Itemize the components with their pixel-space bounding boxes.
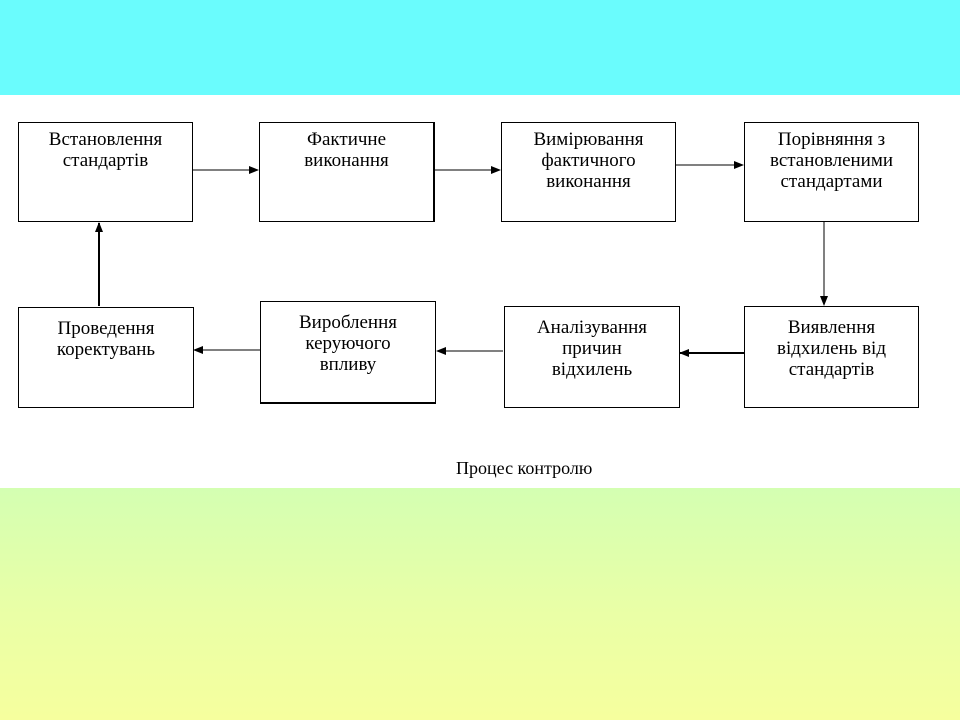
node-label-line: Фактичне	[306, 129, 387, 150]
node-establish-standards: Встановлення стандартів	[18, 122, 193, 222]
node-make-corrections: Проведення коректувань	[18, 307, 194, 408]
node-label-line: стандартами	[780, 171, 883, 192]
node-label-line: впливу	[319, 354, 377, 375]
node-label-line: Вимірювання	[533, 129, 644, 150]
node-label-line: Виявлення	[787, 317, 876, 338]
node-label-line: встановленими	[769, 150, 894, 171]
node-label-line: відхилень	[551, 359, 633, 380]
node-detect-deviations: Виявлення відхилень від стандартів	[744, 306, 919, 408]
node-label-line: відхилень від	[777, 338, 886, 359]
node-label-line: фактичного	[541, 150, 636, 171]
node-label-line: Аналізування	[536, 317, 648, 338]
node-label-line: Порівняння з	[777, 129, 886, 150]
node-label-line: Встановлення	[48, 129, 163, 150]
node-label-line: виконання	[304, 150, 389, 171]
node-compare-standards: Порівняння з встановленими стандартами	[744, 122, 919, 222]
node-label-line: стандартів	[788, 359, 875, 380]
node-label-line: Вироблення	[298, 312, 398, 333]
node-actual-performance: Фактичне виконання	[259, 122, 435, 222]
node-label-line: коректувань	[56, 339, 156, 360]
node-label-line: Проведення	[57, 318, 155, 339]
node-measure-performance: Вимірювання фактичного виконання	[501, 122, 676, 222]
bottom-color-band	[0, 488, 960, 720]
diagram-caption: Процес контролю	[456, 458, 593, 478]
node-label-line: причин	[562, 338, 622, 359]
node-label-line: виконання	[546, 171, 631, 192]
node-develop-control-action: Вироблення керуючого впливу	[260, 301, 436, 404]
node-label-line: керуючого	[305, 333, 391, 354]
node-label-line: стандартів	[62, 150, 149, 171]
top-color-band	[0, 0, 960, 95]
node-analyze-causes: Аналізування причин відхилень	[504, 306, 680, 408]
